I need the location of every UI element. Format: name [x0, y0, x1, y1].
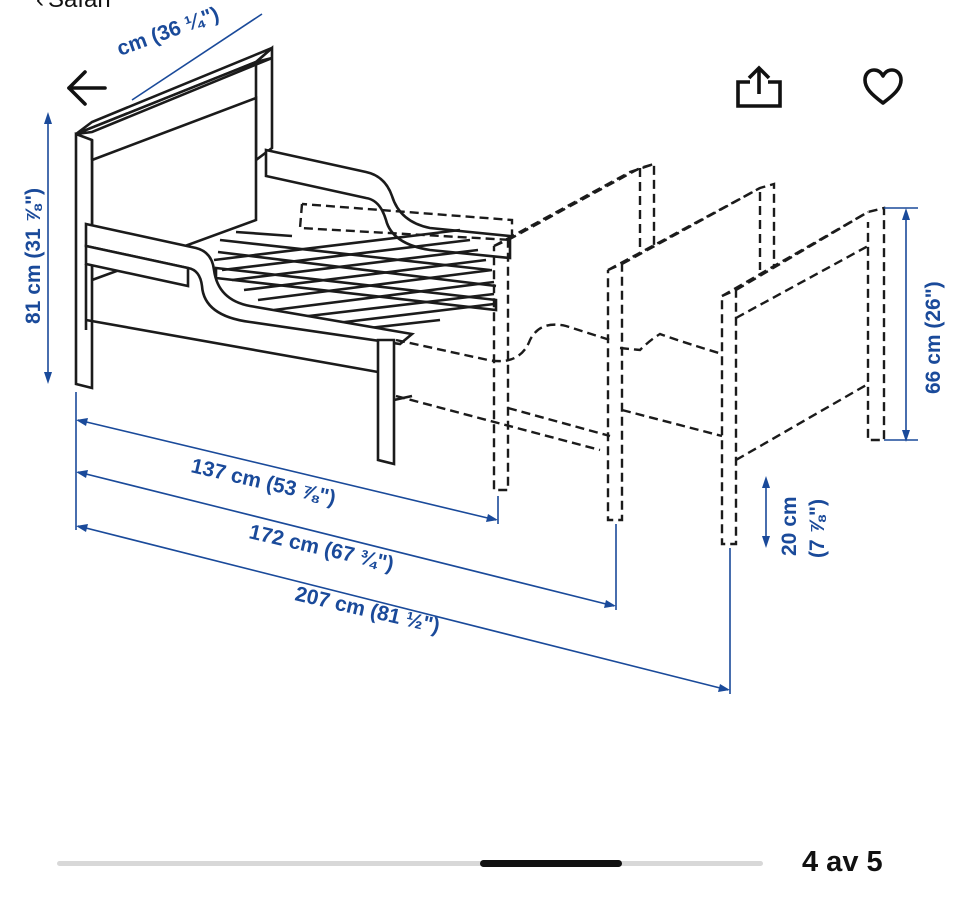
bed-height-label: 81 cm (31 ⅞")	[22, 188, 45, 324]
product-dimension-diagram: cm (36 ¼") 81 cm (31 ⅞") 66 cm (26") 20 …	[22, 3, 945, 694]
image-pager-track[interactable]	[57, 860, 763, 867]
dimension-lines	[44, 13, 918, 694]
status-back-to-safari[interactable]: ‹ Safari	[36, 0, 111, 14]
share-icon	[736, 65, 782, 108]
bed-extension-dashed	[298, 162, 886, 546]
length-max-label: 207 cm (81 ½")	[293, 582, 442, 638]
leg-height-label-line1: 20 cm	[778, 496, 801, 556]
bed-drawing	[74, 45, 512, 466]
length-mid-label: 172 cm (67 ¾")	[247, 520, 396, 576]
image-pager-count: 4 av 5	[802, 846, 883, 878]
heart-icon	[863, 68, 903, 105]
chevron-left-icon: ‹	[36, 0, 44, 14]
image-pager-thumb[interactable]	[480, 860, 622, 867]
share-button[interactable]	[729, 57, 789, 117]
length-min-label: 137 cm (53 ⅞")	[189, 454, 338, 510]
back-button[interactable]	[56, 58, 116, 118]
extension-height-label: 66 cm (26")	[922, 281, 945, 394]
arrow-left-icon	[67, 70, 107, 106]
leg-height-label-line2: (7 ⅞")	[806, 499, 829, 558]
status-back-label: Safari	[48, 0, 111, 13]
favorite-button[interactable]	[853, 57, 913, 117]
